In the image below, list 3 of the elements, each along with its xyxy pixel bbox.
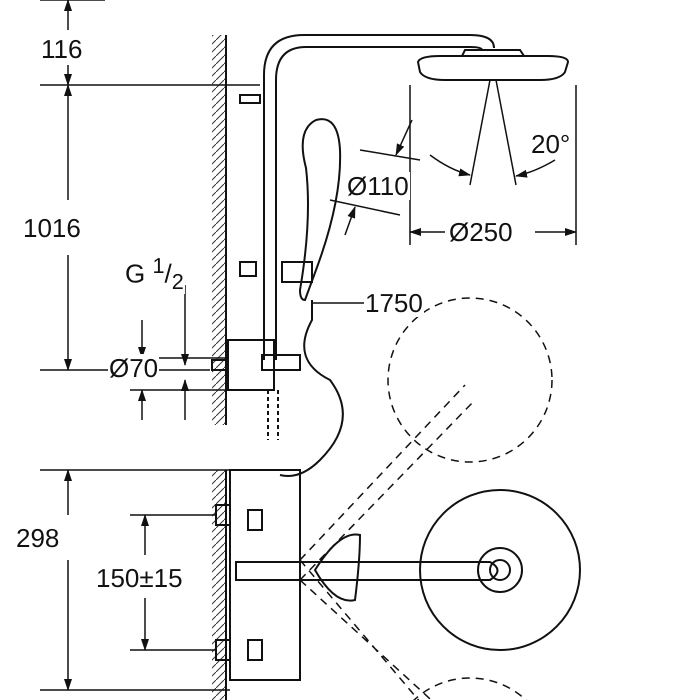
- shower-hose: [280, 300, 344, 477]
- leader-line: [313, 302, 364, 304]
- dimension-label: Ø110: [346, 172, 410, 200]
